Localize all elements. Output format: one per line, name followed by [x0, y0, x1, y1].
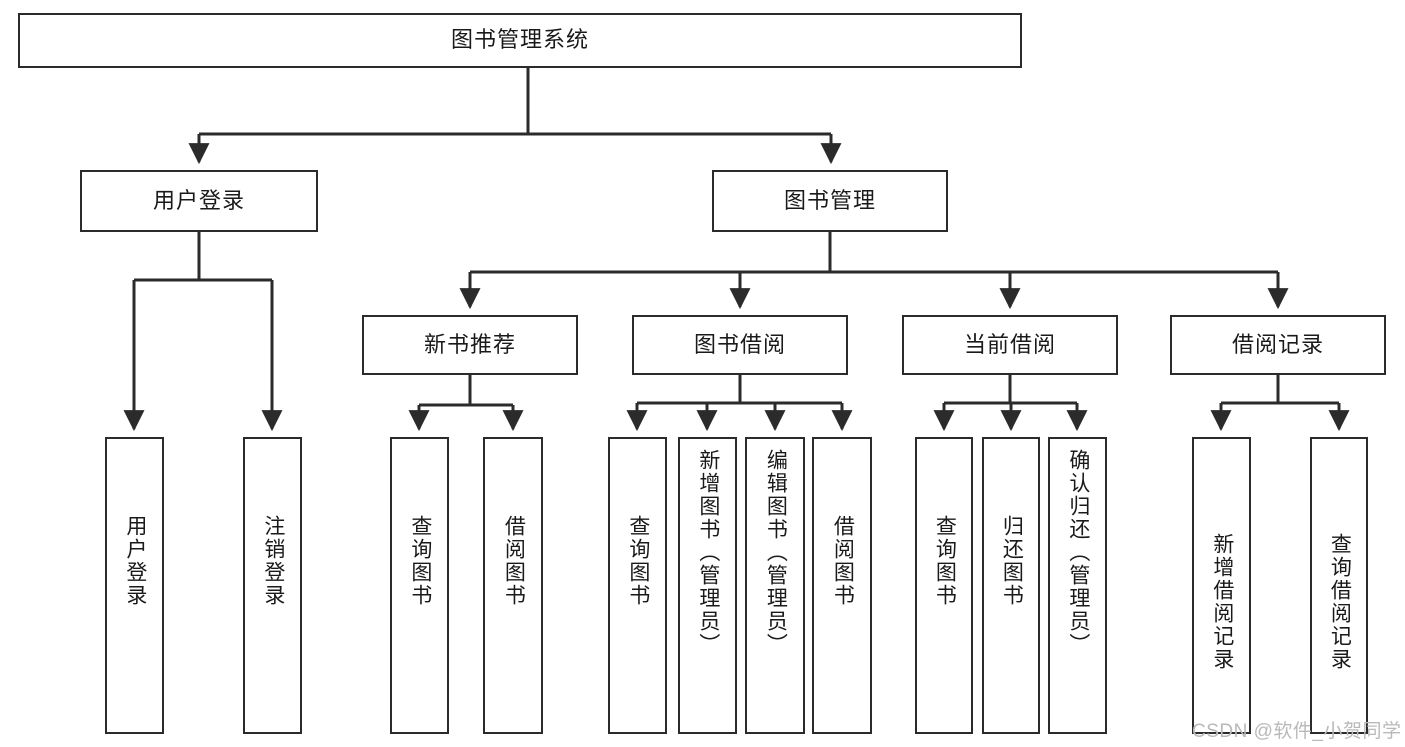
- node-new-book-recommend[interactable]: 新书推荐: [362, 315, 578, 375]
- node-borrow-record-label: 借阅记录: [1231, 331, 1324, 357]
- node-root[interactable]: 图书管理系统: [18, 13, 1022, 68]
- node-leaf-add-borrow-record[interactable]: 新增借阅记录: [1192, 437, 1251, 734]
- node-borrow-record[interactable]: 借阅记录: [1170, 315, 1386, 375]
- node-book-management[interactable]: 图书管理: [712, 170, 948, 232]
- node-book-borrow[interactable]: 图书借阅: [632, 315, 848, 375]
- node-root-label: 图书管理系统: [450, 27, 589, 53]
- node-leaf-query-book-1[interactable]: 查询图书: [390, 437, 449, 734]
- node-leaf-edit-book-admin[interactable]: 编辑图书（管理员）: [745, 437, 805, 734]
- node-leaf-borrow-book-1-label: 借阅图书: [502, 515, 526, 607]
- node-current-borrow[interactable]: 当前借阅: [902, 315, 1118, 375]
- node-book-borrow-label: 图书借阅: [693, 331, 786, 357]
- node-leaf-user-login[interactable]: 用户登录: [105, 437, 164, 734]
- node-leaf-add-borrow-record-label: 新增借阅记录: [1210, 533, 1234, 671]
- node-leaf-query-book-3-label: 查询图书: [933, 515, 957, 607]
- node-leaf-logout-login-label: 注销登录: [261, 515, 285, 607]
- node-leaf-logout-login[interactable]: 注销登录: [243, 437, 302, 734]
- node-leaf-user-login-label: 用户登录: [123, 515, 147, 607]
- node-leaf-return-book[interactable]: 归还图书: [982, 437, 1040, 734]
- node-user-login-label: 用户登录: [152, 187, 245, 213]
- node-current-borrow-label: 当前借阅: [963, 331, 1056, 357]
- node-leaf-query-book-2[interactable]: 查询图书: [608, 437, 667, 734]
- node-leaf-add-book-admin-label: 新增图书（管理员）: [696, 449, 720, 656]
- node-user-login[interactable]: 用户登录: [80, 170, 318, 232]
- node-leaf-edit-book-admin-label: 编辑图书（管理员）: [764, 449, 788, 656]
- node-leaf-return-book-label: 归还图书: [1000, 515, 1024, 607]
- node-new-book-recommend-label: 新书推荐: [423, 331, 516, 357]
- node-leaf-borrow-book-1[interactable]: 借阅图书: [483, 437, 543, 734]
- node-leaf-query-book-3[interactable]: 查询图书: [915, 437, 973, 734]
- node-leaf-query-borrow-record-label: 查询借阅记录: [1328, 533, 1352, 671]
- node-leaf-confirm-return-admin-label: 确认归还（管理员）: [1066, 449, 1090, 656]
- node-book-management-label: 图书管理: [783, 187, 876, 213]
- node-leaf-query-book-1-label: 查询图书: [408, 515, 432, 607]
- node-leaf-borrow-book-2-label: 借阅图书: [831, 515, 855, 607]
- node-leaf-confirm-return-admin[interactable]: 确认归还（管理员）: [1048, 437, 1107, 734]
- node-leaf-borrow-book-2[interactable]: 借阅图书: [812, 437, 872, 734]
- node-leaf-add-book-admin[interactable]: 新增图书（管理员）: [678, 437, 737, 734]
- node-leaf-query-book-2-label: 查询图书: [626, 515, 650, 607]
- node-leaf-query-borrow-record[interactable]: 查询借阅记录: [1310, 437, 1368, 734]
